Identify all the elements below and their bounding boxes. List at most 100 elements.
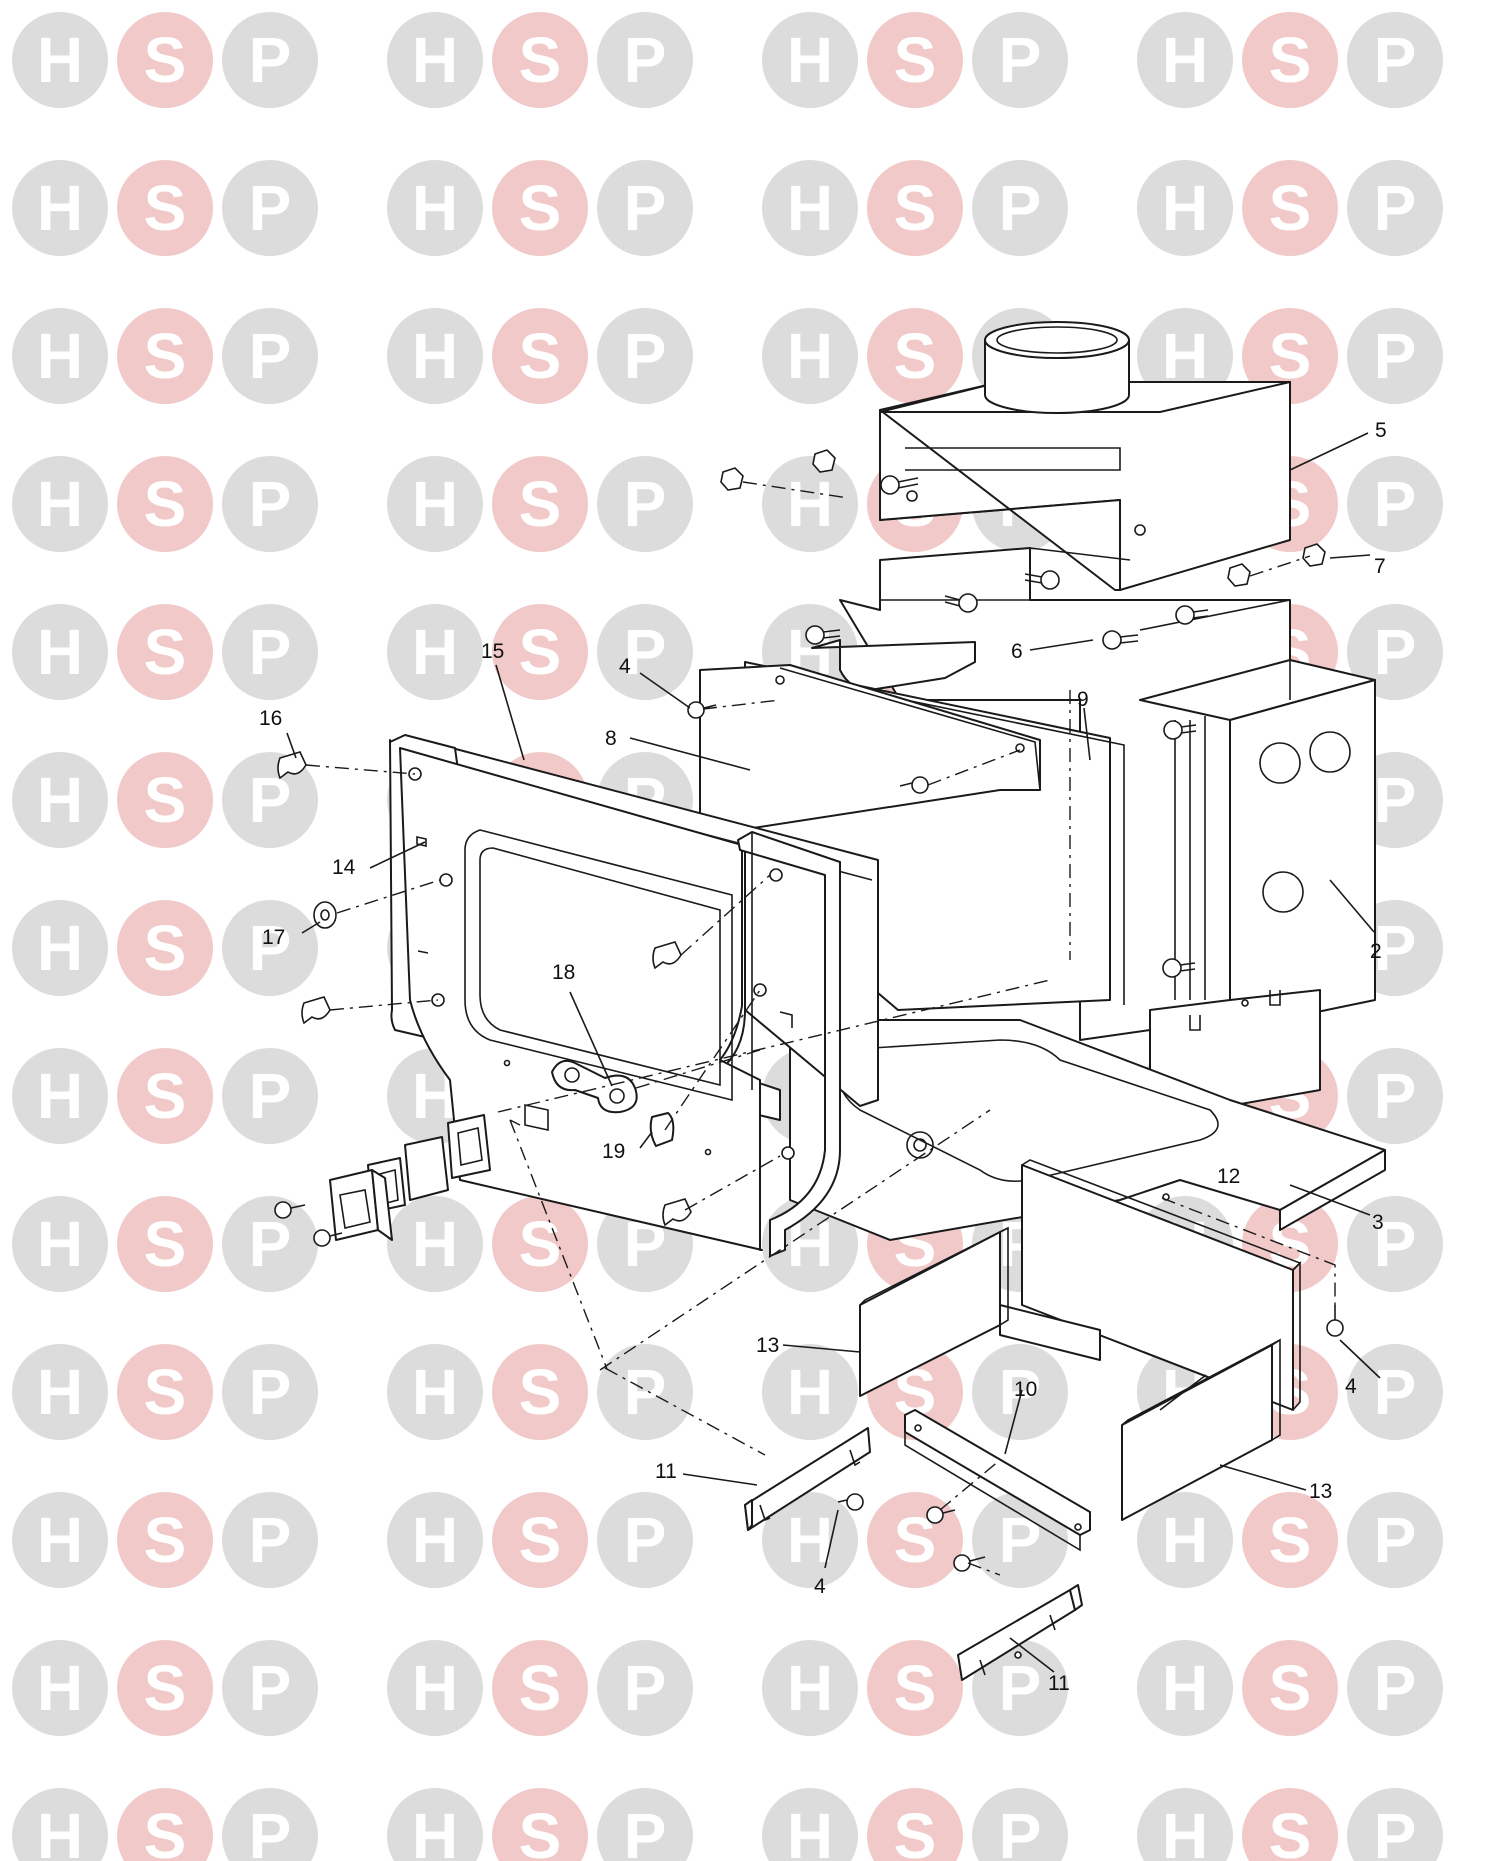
watermark-letter-h: H [1162, 172, 1208, 244]
watermark-letter-h: H [412, 1652, 458, 1724]
watermark-circle-p [597, 456, 693, 552]
watermark-letter-h: H [412, 616, 458, 688]
watermark-circle-h [1137, 308, 1233, 404]
watermark-circle-s [867, 1788, 963, 1861]
watermark-circle-p [1347, 1048, 1443, 1144]
watermark-letter-s: S [519, 1800, 562, 1861]
watermark-letter-p: P [249, 1800, 292, 1861]
front-door [389, 734, 841, 1257]
watermark-circle-s [492, 456, 588, 552]
watermark-letter-p: P [999, 1800, 1042, 1861]
watermark-letter-s: S [144, 1504, 187, 1576]
watermark-letter-p: P [624, 468, 667, 540]
watermark-circle-h [12, 604, 108, 700]
watermark-circle-s [492, 160, 588, 256]
watermark-letter-s: S [894, 24, 937, 96]
watermark-circle-h [762, 308, 858, 404]
side-bracket-right [957, 1584, 1083, 1681]
watermark-letter-s: S [144, 616, 187, 688]
watermark-circle-h [762, 12, 858, 108]
watermark-letter-p: P [624, 320, 667, 392]
watermark-circle-h [387, 308, 483, 404]
watermark-letter-s: S [144, 172, 187, 244]
watermark-circle-h [762, 1788, 858, 1861]
watermark-letter-p: P [624, 24, 667, 96]
watermark-circle-h [12, 12, 108, 108]
watermark-letter-s: S [894, 1652, 937, 1724]
watermark-letter-h: H [412, 172, 458, 244]
watermark-letter-p: P [249, 468, 292, 540]
watermark-letter-p: P [1374, 24, 1417, 96]
watermark-circle-h [762, 456, 858, 552]
watermark-circle-h [387, 1640, 483, 1736]
watermark-circle-h [12, 1196, 108, 1292]
watermark-letter-p: P [249, 1356, 292, 1428]
watermark-letter-s: S [144, 1208, 187, 1280]
watermark-letter-p: P [1374, 1356, 1417, 1428]
callout-19: 19 [602, 1140, 625, 1163]
watermark-letter-h: H [787, 320, 833, 392]
watermark-letter-s: S [519, 24, 562, 96]
callout-2: 2 [1370, 940, 1382, 963]
watermark-letter-p: P [249, 1504, 292, 1576]
watermark-letter-s: S [894, 172, 937, 244]
door-latch [551, 1059, 638, 1114]
watermark-circle-s [117, 752, 213, 848]
watermark-letter-s: S [519, 616, 562, 688]
watermark-letter-p: P [1374, 912, 1417, 984]
watermark-circle-s [117, 12, 213, 108]
callout-labels: 5 7 6 9 4 8 2 3 12 4 15 16 14 17 18 19 1… [259, 419, 1387, 1695]
watermark-letter-p: P [624, 1652, 667, 1724]
callout-10: 10 [1014, 1378, 1037, 1401]
watermark-circle-h [12, 1344, 108, 1440]
watermark-circle-p [597, 1344, 693, 1440]
watermark-letter-p: P [249, 1208, 292, 1280]
callout-13-left: 13 [756, 1334, 779, 1357]
watermark-circle-p [972, 1344, 1068, 1440]
watermark-letter-h: H [37, 1208, 83, 1280]
watermark-letter-h: H [412, 1504, 458, 1576]
watermark-letter-s: S [1269, 172, 1312, 244]
watermark-circle-s [1242, 308, 1338, 404]
watermark-letter-s: S [144, 320, 187, 392]
watermark-letter-h: H [787, 1800, 833, 1861]
callout-4-right: 4 [1345, 1375, 1357, 1398]
watermark-letter-p: P [999, 1504, 1042, 1576]
watermark-circle-h [12, 1788, 108, 1861]
callout-16: 16 [259, 707, 282, 730]
callout-6: 6 [1011, 640, 1023, 663]
watermark-letter-h: H [37, 320, 83, 392]
watermark-letter-h: H [1162, 1504, 1208, 1576]
watermark-letter-h: H [787, 1652, 833, 1724]
side-insulation-board-right [1121, 1338, 1281, 1521]
watermark-letter-s: S [144, 1800, 187, 1861]
watermark-circle-p [972, 1492, 1068, 1588]
watermark-letter-h: H [787, 1356, 833, 1428]
watermark-circle-p [222, 456, 318, 552]
watermark-letter-h: H [37, 24, 83, 96]
watermark-circle-h [12, 1048, 108, 1144]
watermark-letter-p: P [249, 616, 292, 688]
watermark-circle-h [387, 456, 483, 552]
watermark-letter-p: P [249, 764, 292, 836]
watermark-letter-s: S [1269, 1652, 1312, 1724]
watermark-circle-h [1137, 12, 1233, 108]
watermark-circle-p [222, 900, 318, 996]
watermark-circle-h [12, 900, 108, 996]
side-insulation-board-left [859, 1226, 1009, 1397]
callout-7: 7 [1374, 555, 1386, 578]
watermark-circle-h [387, 12, 483, 108]
watermark-letter-p: P [999, 24, 1042, 96]
watermark-circle-p [222, 604, 318, 700]
watermark-circle-h [387, 604, 483, 700]
front-bracket [904, 1409, 1091, 1552]
watermark-letter-p: P [999, 172, 1042, 244]
watermark-letter-s: S [1269, 1504, 1312, 1576]
watermark-circle-h [762, 160, 858, 256]
watermark-letter-h: H [412, 1800, 458, 1861]
watermark-letter-s: S [894, 320, 937, 392]
watermark-letter-h: H [787, 172, 833, 244]
watermark-letter-p: P [249, 172, 292, 244]
watermark-circle-p [972, 1788, 1068, 1861]
